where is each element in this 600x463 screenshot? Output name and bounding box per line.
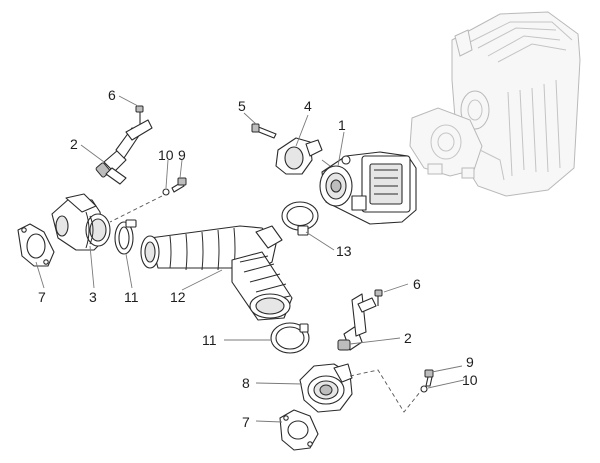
callout-4: 4: [304, 98, 312, 114]
callout-8: 8: [242, 375, 250, 391]
intake-adapter: [51, 193, 111, 251]
callout-13: 13: [336, 243, 352, 259]
screw: [251, 123, 277, 139]
callout-7-upper: 7: [38, 289, 46, 305]
hose-clamp: [281, 201, 319, 236]
callout-10-upper: 10: [158, 147, 174, 163]
fuel-injector-lower: [337, 293, 377, 351]
gasket: [17, 223, 55, 267]
intake-hose: [140, 225, 293, 321]
washer-and-bolt-lower: [349, 369, 434, 413]
callout-11-lower: 11: [202, 332, 217, 348]
callout-9-lower: 9: [466, 354, 474, 370]
callout-11-upper: 11: [124, 289, 139, 305]
leader-lines: [35, 95, 465, 423]
callout-9-upper: 9: [178, 147, 186, 163]
callout-labels: 1 2 2 3 4 5 6 6 7 7 8 9 9 10 10 11 11 12…: [38, 87, 478, 430]
callout-3: 3: [89, 289, 97, 305]
throttle-adapter: [299, 363, 353, 413]
callout-1: 1: [338, 117, 346, 133]
hose-clamp-small: [114, 219, 137, 255]
engine-airbox: [409, 11, 581, 197]
screw-small: [135, 105, 144, 124]
callout-10-lower: 10: [462, 372, 478, 388]
throttle-body: [319, 151, 417, 225]
callout-6-upper: 6: [108, 87, 116, 103]
clamp-ring: [270, 322, 310, 354]
callout-7-lower: 7: [242, 414, 250, 430]
washer-and-bolt: [109, 177, 187, 223]
gasket-lower: [279, 409, 319, 451]
fuel-injector: [95, 119, 153, 185]
clamp-bracket: [275, 137, 331, 175]
callout-6-lower: 6: [413, 276, 421, 292]
callout-5: 5: [238, 98, 246, 114]
screw-small-lower: [374, 289, 383, 306]
callout-12: 12: [170, 289, 186, 305]
callout-2-lower: 2: [404, 330, 412, 346]
callout-2-upper: 2: [70, 136, 78, 152]
